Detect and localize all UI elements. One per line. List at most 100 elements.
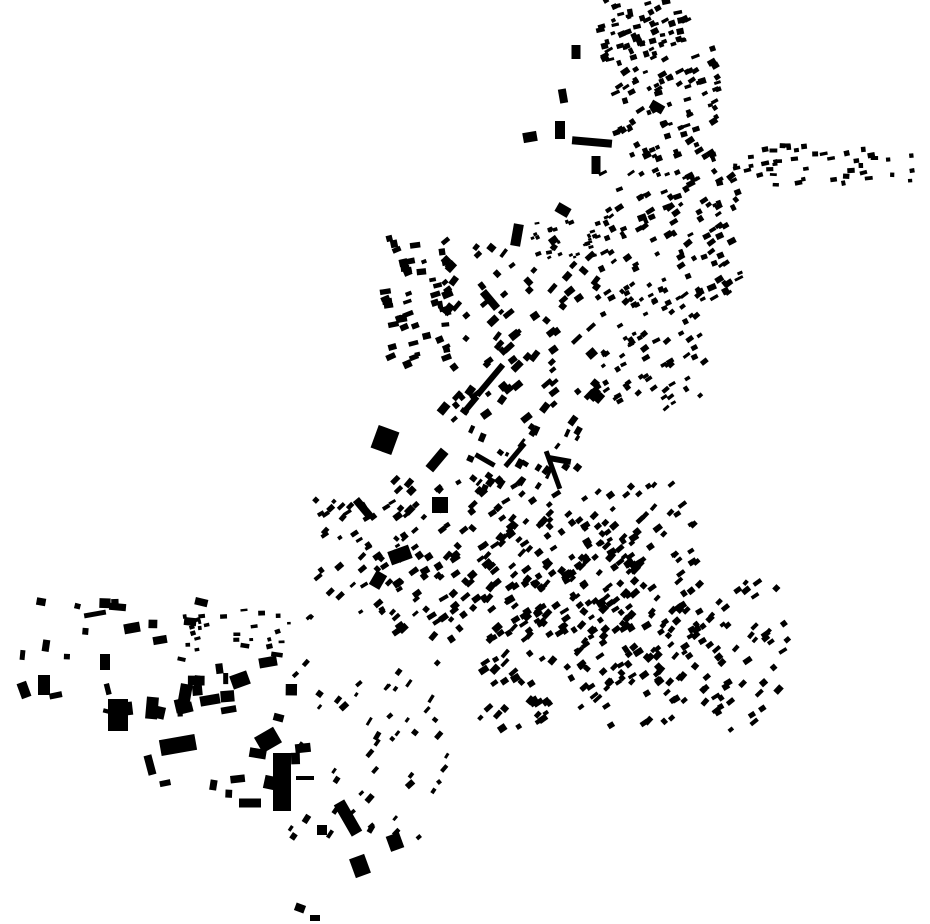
building: [384, 578, 394, 587]
building: [502, 383, 514, 395]
building: [312, 496, 320, 504]
building: [273, 800, 286, 808]
building: [620, 552, 629, 560]
building: [468, 523, 477, 533]
building: [599, 310, 607, 318]
building: [609, 505, 616, 513]
building: [769, 148, 778, 153]
building: [475, 478, 483, 487]
building: [148, 619, 158, 629]
building: [496, 339, 505, 348]
building: [541, 608, 553, 620]
building: [486, 561, 497, 572]
building: [430, 298, 440, 308]
building: [606, 536, 614, 543]
building: [429, 290, 441, 299]
building: [469, 474, 478, 483]
building: [583, 388, 596, 401]
building: [249, 638, 254, 642]
building: [758, 704, 767, 713]
building: [723, 678, 733, 688]
building: [510, 581, 520, 591]
building: [580, 520, 591, 531]
building: [517, 678, 526, 687]
building: [672, 148, 680, 155]
building: [830, 176, 838, 183]
building: [567, 219, 575, 226]
building: [597, 264, 606, 273]
building: [673, 9, 683, 16]
building: [387, 343, 398, 351]
building: [387, 320, 400, 329]
building: [530, 236, 535, 241]
building: [511, 379, 524, 392]
building: [594, 293, 602, 301]
building: [802, 166, 809, 172]
building: [404, 290, 413, 297]
building: [492, 577, 502, 587]
building: [99, 598, 111, 609]
building: [350, 529, 360, 538]
building: [108, 699, 128, 731]
building: [158, 733, 198, 757]
building: [586, 682, 596, 691]
building: [699, 357, 709, 366]
building: [534, 250, 542, 257]
building: [711, 104, 719, 112]
building: [664, 299, 673, 307]
building: [581, 495, 589, 502]
building: [444, 752, 450, 759]
building: [650, 26, 660, 36]
building: [532, 232, 538, 237]
building: [287, 825, 294, 832]
building: [395, 585, 403, 593]
building: [572, 255, 577, 259]
building: [670, 550, 679, 558]
building: [637, 373, 645, 380]
building: [793, 147, 800, 153]
building: [631, 264, 640, 273]
building: [598, 638, 608, 647]
building: [616, 11, 625, 17]
building: [392, 685, 399, 692]
building: [316, 510, 325, 518]
building: [653, 594, 661, 602]
building: [621, 297, 631, 306]
building: [595, 26, 606, 34]
building: [675, 35, 683, 42]
building: [591, 253, 597, 258]
building: [692, 557, 701, 566]
building: [38, 675, 50, 695]
building: [385, 234, 394, 243]
building: [568, 575, 577, 583]
building: [451, 401, 461, 410]
building: [608, 224, 617, 233]
building: [580, 636, 589, 645]
building: [305, 614, 312, 621]
building: [423, 706, 431, 714]
building: [575, 601, 584, 610]
building: [697, 392, 704, 399]
building: [658, 41, 665, 48]
building: [595, 652, 605, 661]
building: [491, 621, 503, 634]
building: [483, 592, 494, 604]
building: [515, 476, 526, 487]
building: [684, 651, 694, 661]
building: [736, 270, 743, 276]
building: [660, 393, 668, 401]
building: [451, 390, 463, 402]
building: [394, 667, 403, 677]
building: [660, 717, 669, 726]
building: [684, 16, 692, 23]
building: [427, 694, 435, 704]
building: [464, 578, 475, 588]
building: [337, 534, 343, 541]
building: [399, 531, 409, 540]
building: [725, 697, 736, 706]
building: [589, 229, 596, 234]
building: [148, 704, 167, 720]
building: [589, 691, 599, 700]
building: [518, 619, 529, 628]
building: [547, 655, 558, 666]
